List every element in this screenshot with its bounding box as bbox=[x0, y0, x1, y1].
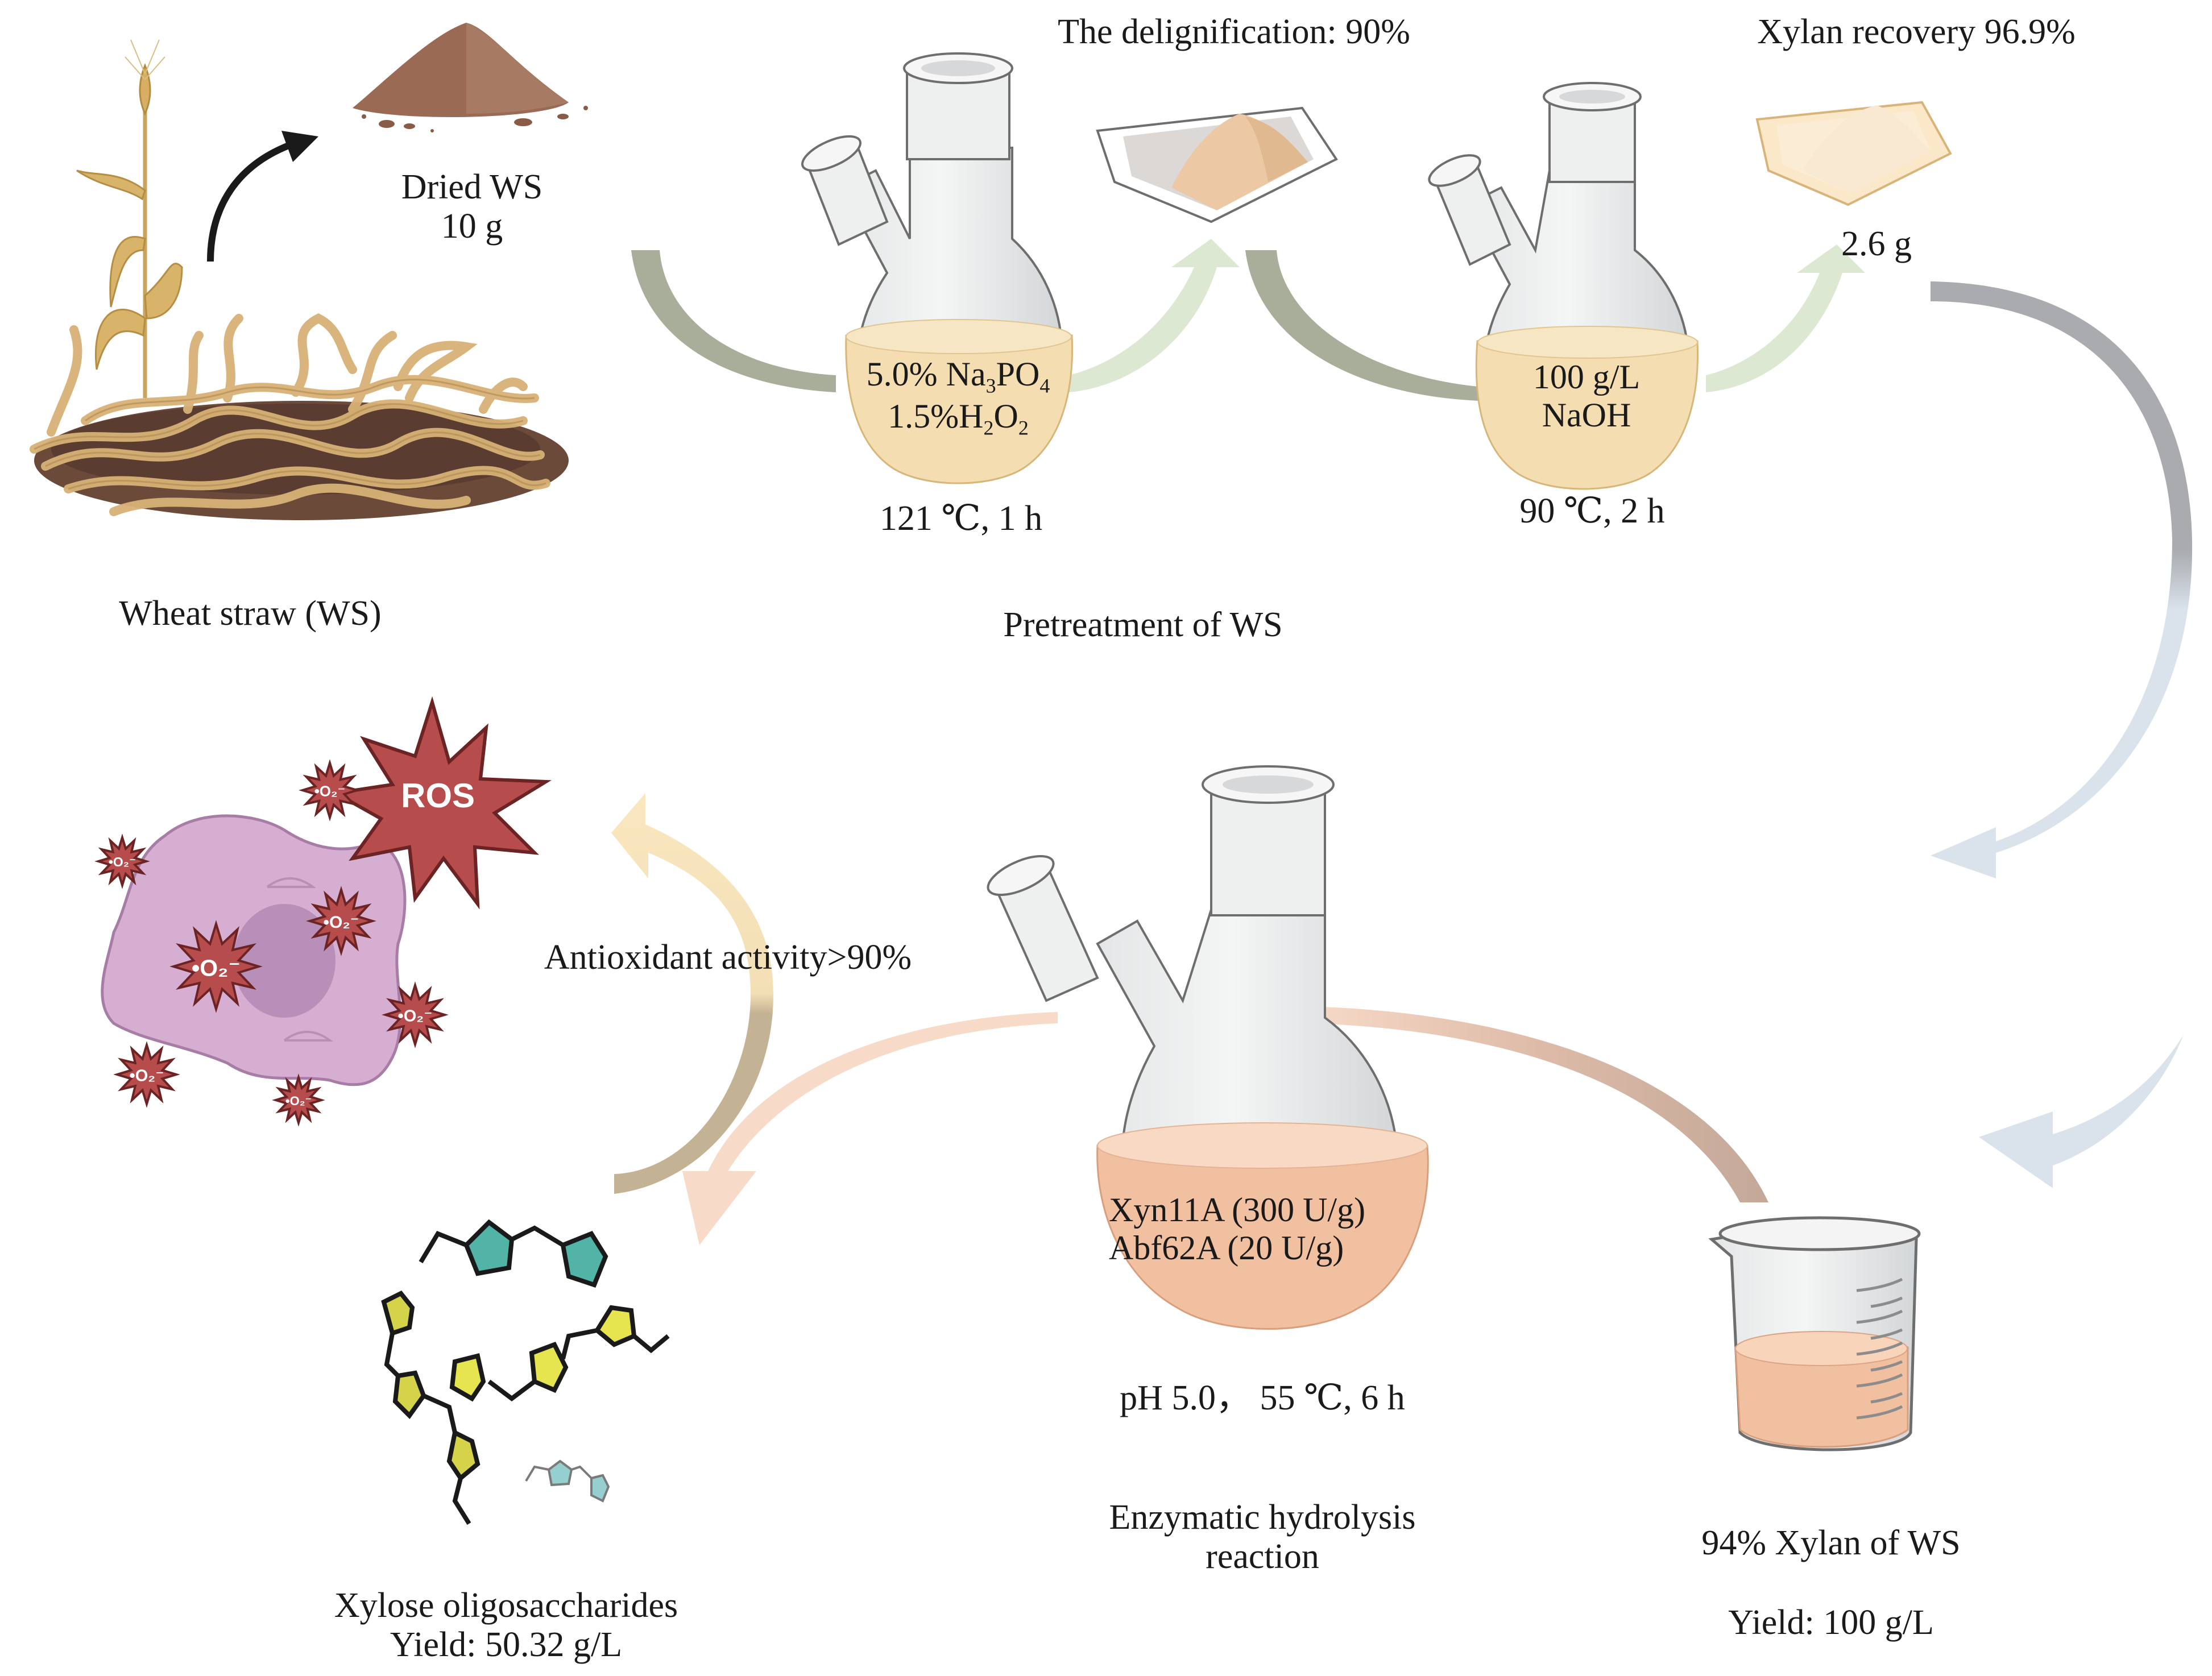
superoxide-radical-icon bbox=[94, 833, 150, 889]
flask1-conditions: 121 ℃, 1 h bbox=[879, 499, 1043, 538]
superoxide-radical-icon bbox=[113, 1041, 180, 1108]
flow-arrow-xylan-to-hydrolysis bbox=[1308, 1006, 1768, 1202]
hydrolysis-title-line1: Enzymatic hydrolysis bbox=[1109, 1498, 1416, 1537]
delignification-result: The delignification: 90% bbox=[1058, 13, 1410, 51]
wheat-straw-illustration bbox=[30, 39, 569, 520]
xos-title: Xylose oligosaccharides bbox=[334, 1586, 678, 1625]
superoxide-radical-label: •O₂⁻ bbox=[130, 1067, 164, 1085]
flask1-reagents: 5.0% Na3PO4 1.5%H2O2 bbox=[830, 355, 1086, 439]
flask-hydrolysis bbox=[987, 765, 1429, 1330]
superoxide-radical-icon bbox=[306, 886, 376, 956]
product-label: Xylose oligosaccharides Yield: 50.32 g/L bbox=[273, 1586, 739, 1665]
cell-with-ros bbox=[101, 814, 407, 1086]
drying-arrow bbox=[207, 131, 318, 262]
superoxide-radical-icon bbox=[272, 1073, 325, 1127]
ros-burst-icon: ROS bbox=[330, 696, 552, 910]
cell-nucleus bbox=[233, 904, 335, 1018]
xos-yield: Yield: 50.32 g/L bbox=[390, 1625, 623, 1665]
xylan-recovery-result: Xylan recovery 96.9% bbox=[1757, 13, 2076, 51]
antioxidant-activity-label: Antioxidant activity>90% bbox=[544, 938, 912, 977]
flask-pretreatment-2 bbox=[1428, 82, 1699, 490]
xylan-yield: Yield: 100 g/L bbox=[1728, 1603, 1934, 1642]
flask2-reagents: 100 g/L NaOH bbox=[1467, 358, 1706, 434]
superoxide-radical-label: •O₂⁻ bbox=[285, 1094, 312, 1108]
flow-arrow-to-xylan bbox=[1931, 281, 2193, 1188]
flow-arrow-to-products bbox=[682, 1012, 1058, 1245]
hydrolysis-title-line2: reaction bbox=[1206, 1537, 1319, 1577]
dried-ws-mass: 10 g bbox=[441, 207, 503, 246]
dried-ws-title: Dried WS bbox=[401, 168, 543, 206]
tray-xylan-product bbox=[1755, 101, 1952, 206]
reagent-h2o2: 1.5%H2O2 bbox=[888, 397, 1029, 439]
superoxide-radical-label: •O₂⁻ bbox=[398, 1007, 433, 1025]
dried-ws-powder-pile bbox=[353, 23, 588, 132]
reagent-naoh: NaOH bbox=[1542, 396, 1631, 434]
pretreatment-section-title: Pretreatment of WS bbox=[1003, 605, 1283, 644]
flow-arrow-to-antioxidant bbox=[611, 793, 773, 1194]
reagent-naoh-concentration: 100 g/L bbox=[1532, 358, 1641, 396]
enzyme-xyn11a: Xyn11A (300 U/g) bbox=[1109, 1191, 1366, 1229]
superoxide-radical-icon bbox=[169, 920, 263, 1013]
ros-label: ROS bbox=[401, 777, 475, 815]
superoxide-radical-icon bbox=[382, 981, 449, 1048]
arrow-head-icon bbox=[281, 131, 318, 162]
superoxide-radical-icon bbox=[299, 759, 361, 822]
hydrolysis-conditions: pH 5.0， 55 ℃, 6 h bbox=[1120, 1379, 1405, 1417]
hydrolysis-title: Enzymatic hydrolysis reaction bbox=[1058, 1498, 1467, 1577]
xylan-product-mass: 2.6 g bbox=[1841, 225, 1912, 263]
flask2-conditions: 90 ℃, 2 h bbox=[1519, 492, 1665, 530]
superoxide-radical-label: •O₂⁻ bbox=[109, 854, 136, 869]
enzyme-abf62a: Abf62A (20 U/g) bbox=[1109, 1229, 1344, 1267]
beaker-graduations bbox=[1856, 1277, 1903, 1420]
reagent-na3po4: 5.0% Na3PO4 bbox=[866, 355, 1050, 397]
beaker-xylan bbox=[1708, 1216, 1921, 1451]
flow-arrows-pretreatment bbox=[631, 239, 1865, 401]
superoxide-radical-label: •O₂⁻ bbox=[323, 913, 359, 932]
dried-ws-label: Dried WS 10 g bbox=[364, 168, 580, 247]
hydrolysis-enzymes: Xyn11A (300 U/g) Abf62A (20 U/g) bbox=[1109, 1191, 1427, 1267]
superoxide-radical-label: •O₂⁻ bbox=[314, 783, 346, 800]
xylooligosaccharide-chains bbox=[381, 1219, 670, 1525]
wheat-straw-label: Wheat straw (WS) bbox=[119, 594, 382, 633]
superoxide-radical-label: •O₂⁻ bbox=[192, 955, 241, 981]
tray-delignified-ws bbox=[1096, 106, 1338, 223]
flask-pretreatment-1 bbox=[801, 52, 1074, 484]
superoxide-radicals: •O₂⁻ •O₂⁻ •O₂⁻ •O₂⁻ •O₂⁻ •O₂⁻ •O₂⁻ bbox=[94, 759, 449, 1127]
xylan-of-ws-label: 94% Xylan of WS bbox=[1701, 1524, 1961, 1562]
